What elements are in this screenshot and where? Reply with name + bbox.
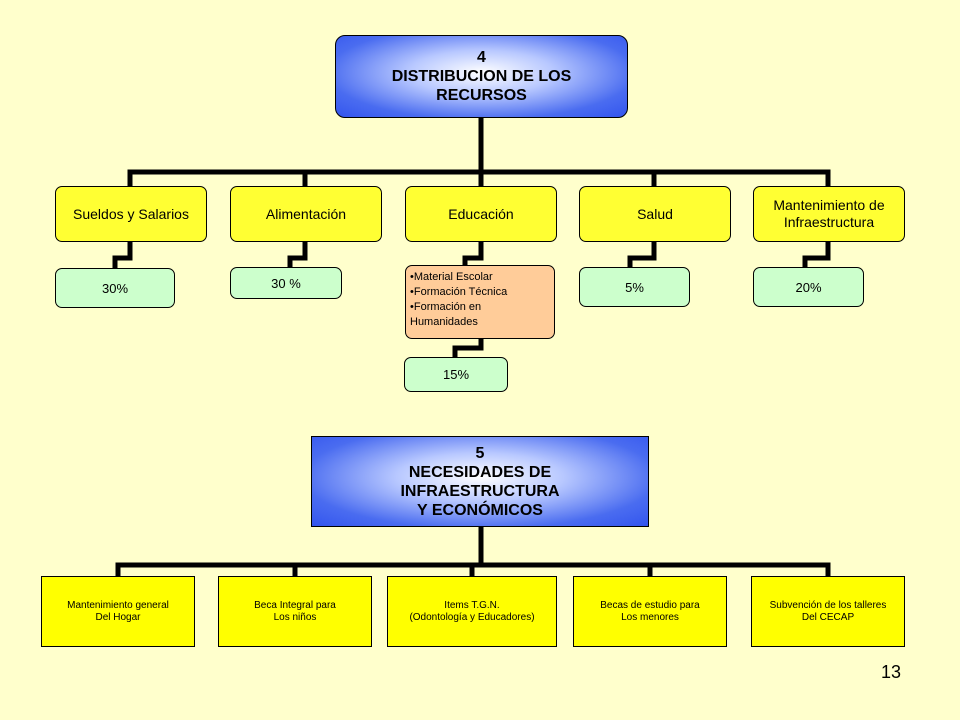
page-number: 13 [880, 662, 901, 682]
connector-elbow [287, 238, 308, 270]
need-subvencion-talleres: Subvención de los talleres Del CECAP [751, 576, 905, 647]
needs-title-number: 5 [475, 444, 485, 462]
percent-sueldos: 30% [55, 268, 175, 308]
education-items-box: •Material Escolar •Formación Técnica •Fo… [405, 265, 555, 339]
category-alimentacion: Alimentación [230, 186, 382, 242]
category-label: Salud [637, 205, 673, 222]
distribution-title-box: 4 DISTRIBUCION DE LOS RECURSOS [335, 35, 628, 118]
needs-title-box: 5 NECESIDADES DE INFRAESTRUCTURA Y ECONÓ… [311, 436, 649, 527]
connector-elbow [802, 238, 831, 270]
need-line1: Mantenimiento general [67, 599, 169, 611]
need-line1: Beca Integral para [254, 599, 336, 611]
need-line2: Del Hogar [95, 611, 141, 623]
need-line2: (Odontología y Educadores) [409, 611, 535, 623]
need-beca-integral: Beca Integral para Los niños [218, 576, 372, 647]
distribution-title-line2: RECURSOS [436, 87, 527, 104]
percent-value: 20% [795, 279, 822, 295]
category-label: Alimentación [265, 205, 347, 222]
education-item: •Formación Técnica [410, 286, 508, 298]
percent-alimentacion: 30 % [230, 267, 342, 299]
need-line1: Becas de estudio para [600, 599, 700, 611]
category-label: Educación [448, 205, 514, 222]
connector-elbow [112, 238, 133, 271]
need-mantenimiento-hogar: Mantenimiento general Del Hogar [41, 576, 195, 647]
needs-title-line2: INFRAESTRUCTURA [400, 482, 560, 500]
category-label-line2: Infraestructura [783, 214, 875, 230]
need-line1: Subvención de los talleres [769, 599, 887, 611]
needs-title-line3: Y ECONÓMICOS [417, 501, 543, 519]
connector-elbow [462, 238, 484, 270]
education-item: •Formación en [410, 301, 482, 313]
category-label-line1: Mantenimiento de [773, 197, 885, 213]
connector-elbow [452, 335, 484, 360]
need-becas-estudio: Becas de estudio para Los menores [573, 576, 727, 647]
percent-educacion: 15% [404, 357, 508, 392]
need-line1: Items T.G.N. [444, 599, 500, 611]
percent-value: 15% [442, 367, 470, 382]
education-item: •Material Escolar [410, 271, 493, 283]
need-line2: Del CECAP [801, 611, 855, 623]
category-label: Sueldos y Salarios [73, 205, 189, 222]
needs-title-line1: NECESIDADES DE [408, 463, 552, 481]
category-salud: Salud [579, 186, 731, 242]
category-sueldos: Sueldos y Salarios [55, 186, 207, 242]
distribution-title-line1: DISTRIBUCION DE LOS [391, 68, 572, 85]
category-educacion: Educación [405, 186, 557, 242]
need-line2: Los niños [273, 611, 317, 623]
percent-value: 5% [625, 279, 644, 295]
connector-elbow [627, 238, 657, 270]
percent-salud: 5% [579, 267, 690, 307]
education-item: Humanidades [410, 316, 478, 328]
percent-value: 30 % [271, 275, 301, 291]
percent-mantenimiento: 20% [753, 267, 864, 307]
need-items-tgn: Items T.G.N. (Odontología y Educadores) [387, 576, 557, 647]
percent-value: 30% [101, 280, 129, 296]
need-line2: Los menores [621, 611, 679, 623]
distribution-title-number: 4 [477, 49, 486, 66]
category-mantenimiento: Mantenimiento de Infraestructura [753, 186, 905, 242]
